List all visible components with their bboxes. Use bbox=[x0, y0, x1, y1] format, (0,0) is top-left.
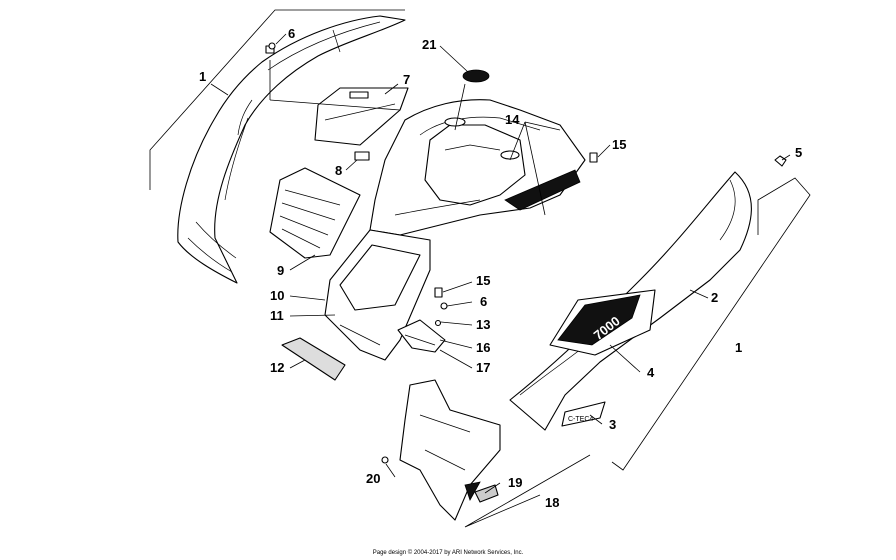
left-side-panel[interactable] bbox=[177, 15, 406, 284]
callout-7[interactable]: 7 bbox=[403, 72, 410, 87]
callout-19[interactable]: 19 bbox=[508, 475, 522, 490]
callout-10[interactable]: 10 bbox=[270, 288, 284, 303]
callout-16[interactable]: 16 bbox=[476, 340, 490, 355]
leader-lines bbox=[149, 9, 811, 528]
fasteners bbox=[268, 42, 787, 464]
callout-6-lower[interactable]: 6 bbox=[480, 294, 487, 309]
callout-18[interactable]: 18 bbox=[545, 495, 559, 510]
part-19-tag[interactable] bbox=[474, 484, 499, 503]
callout-4[interactable]: 4 bbox=[647, 365, 655, 380]
callout-14[interactable]: 14 bbox=[505, 112, 520, 127]
callout-12[interactable]: 12 bbox=[270, 360, 284, 375]
callout-15-upper[interactable]: 15 bbox=[612, 137, 626, 152]
callout-17[interactable]: 17 bbox=[476, 360, 490, 375]
parts-16-17-brackets[interactable] bbox=[397, 319, 446, 353]
part-7-plate[interactable] bbox=[314, 87, 409, 146]
callout-3[interactable]: 3 bbox=[609, 417, 616, 432]
callout-5[interactable]: 5 bbox=[795, 145, 802, 160]
copyright-footer: Page design © 2004-2017 by ARI Network S… bbox=[372, 550, 524, 556]
callout-11[interactable]: 11 bbox=[270, 308, 284, 323]
upper-hood[interactable] bbox=[369, 99, 586, 236]
callout-15-lower[interactable]: 15 bbox=[476, 273, 490, 288]
callout-2[interactable]: 2 bbox=[711, 290, 718, 305]
callout-13[interactable]: 13 bbox=[476, 317, 490, 332]
callout-1-left[interactable]: 1 bbox=[199, 69, 206, 84]
callout-1-right[interactable]: 1 bbox=[735, 340, 742, 355]
part-9-vent[interactable] bbox=[269, 167, 361, 259]
decal-brand: C-TEC4 bbox=[568, 416, 593, 423]
callout-labels: 1 6 21 7 14 15 5 8 9 15 10 2 6 11 13 1 1… bbox=[199, 26, 802, 510]
callout-6-top[interactable]: 6 bbox=[288, 26, 295, 41]
callout-9[interactable]: 9 bbox=[277, 263, 284, 278]
callout-21[interactable]: 21 bbox=[422, 37, 436, 52]
part-18-nose[interactable] bbox=[399, 379, 501, 521]
part-3-decal[interactable]: C-TEC4 bbox=[561, 401, 606, 427]
callout-8[interactable]: 8 bbox=[335, 163, 342, 178]
part-21-emblem[interactable] bbox=[462, 69, 490, 83]
part-12-mesh[interactable] bbox=[281, 337, 346, 381]
part-4-decal[interactable]: 7000 bbox=[549, 289, 656, 356]
callout-20[interactable]: 20 bbox=[366, 471, 380, 486]
